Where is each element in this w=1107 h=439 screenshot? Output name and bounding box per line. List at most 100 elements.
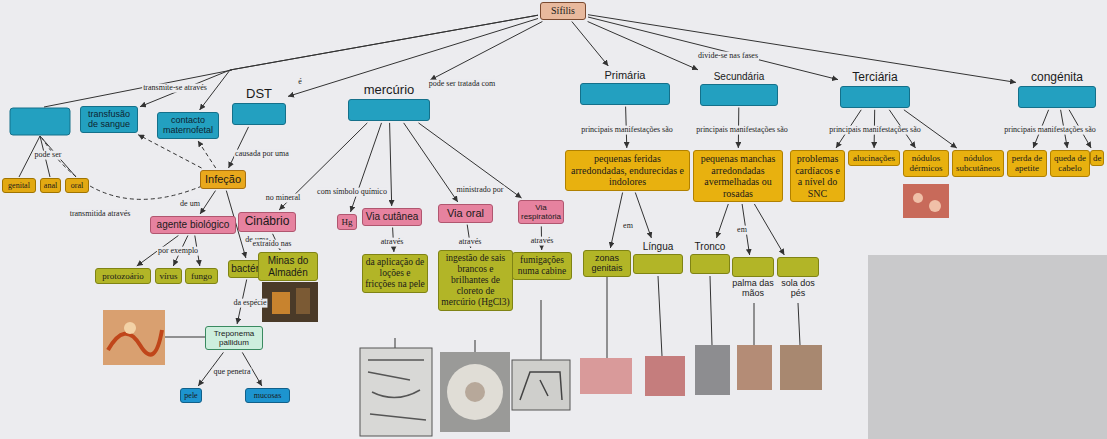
concept-box: Treponema pallidum <box>205 326 263 350</box>
concept-box: Sífilis <box>540 2 586 20</box>
node-text: palma das mãos <box>732 277 774 300</box>
empty-box <box>10 108 70 135</box>
concept-box: transfusão de sangue <box>80 106 138 133</box>
concept-box: Via oral <box>438 204 493 223</box>
link-phrase: ministrado por <box>456 186 505 195</box>
photo <box>737 345 772 390</box>
headed-box: Secundária <box>700 70 778 106</box>
node-text: Hg <box>340 217 354 227</box>
link-phrase: em <box>622 222 634 231</box>
node-text: congénita <box>1018 70 1096 86</box>
connector <box>430 22 542 81</box>
node-text: mercúrio <box>348 82 430 99</box>
node-text: Língua <box>633 240 683 254</box>
dashed-connector <box>138 135 201 168</box>
node-text: pele <box>183 391 199 400</box>
link-phrase: através <box>380 238 405 247</box>
connector <box>390 123 392 206</box>
picture-link <box>165 337 205 338</box>
concept-box: Via respiratória <box>518 200 564 224</box>
headed-box: congénita <box>1018 70 1096 108</box>
photo <box>103 310 165 365</box>
colour-box <box>232 103 286 125</box>
node-text: mucosas <box>248 391 287 400</box>
headed-box: Tronco <box>690 240 730 274</box>
node-text: pequenas manchas arredondadas avermelhad… <box>696 153 780 199</box>
concept-box: fungo <box>185 268 218 284</box>
link-phrase: extraído nas <box>252 240 293 249</box>
connector <box>200 191 215 214</box>
concept-box: pequenas manchas arredondadas avermelhad… <box>693 150 783 202</box>
link-phrase: pode ser tratada com <box>428 80 496 89</box>
link-phrase: transmite-se através <box>142 84 208 93</box>
dashed-connector <box>198 141 216 168</box>
link-phrase: em <box>736 226 748 235</box>
link-phrase: da espécie <box>232 299 267 308</box>
colour-box <box>690 254 730 274</box>
connector <box>351 123 382 212</box>
concept-box: ingestão de sais brancos e brilhantes de… <box>438 250 513 311</box>
concept-box: pequenas feridas arredondadas, endurecid… <box>565 150 690 191</box>
headed-box: Língua <box>633 240 683 274</box>
photo <box>695 345 730 395</box>
link-phrase: que penetra <box>212 368 251 377</box>
concept-box: protozoário <box>95 268 151 284</box>
node-text: nódulos subcutâneos <box>955 153 1001 174</box>
grey-patch <box>868 255 1107 439</box>
node-text: anal <box>43 181 58 190</box>
concept-box: Minas do Almadén <box>258 252 318 281</box>
node-text: vírus <box>158 271 179 281</box>
concept-box: anal <box>40 178 61 193</box>
connector <box>140 15 538 107</box>
concept-box: Infeção <box>200 170 246 189</box>
node-text: oral <box>68 181 86 190</box>
headed-box: Primária <box>580 68 670 105</box>
dashed-line <box>42 138 202 199</box>
node-text: Tronco <box>690 240 730 254</box>
concept-box: da aplicação de loções e fricções na pel… <box>362 254 428 293</box>
concept-box: nódulos subcutâneos <box>952 150 1004 177</box>
concept-box: nódulos dérmicos <box>903 150 949 177</box>
concept-box: vírus <box>155 268 182 284</box>
link-phrase: por exemplo <box>157 247 199 256</box>
colour-box <box>1018 86 1096 108</box>
branch-line <box>44 70 232 107</box>
link-phrase: divide-se nas fases <box>697 52 759 61</box>
colour-box <box>700 84 778 106</box>
concept-box: oral <box>65 178 89 193</box>
connector <box>404 123 458 202</box>
photo <box>440 352 510 432</box>
link-phrase: através <box>458 238 483 247</box>
node-text: sola dos pés <box>777 277 819 300</box>
connector <box>635 193 651 239</box>
link-phrase: é <box>297 78 303 87</box>
concept-box: de <box>1090 150 1104 166</box>
headed-box: DST <box>232 86 286 125</box>
link-phrase: no mineral <box>265 194 301 203</box>
link-phrase: principais manifestações são <box>828 126 922 135</box>
link-phrase: causada por uma <box>234 150 290 159</box>
node-text: de <box>1093 153 1101 163</box>
node-text: Treponema pallidum <box>208 329 260 347</box>
node-text: genital <box>5 181 33 190</box>
concept-box: genital <box>2 178 36 193</box>
photo <box>645 356 685 396</box>
node-text: alucinações <box>851 153 897 163</box>
node-text: Cinábrio <box>241 215 293 229</box>
node-text: perda de apetite <box>1010 153 1044 174</box>
photo <box>262 282 318 322</box>
colour-box <box>580 83 670 105</box>
node-text: Via cutânea <box>365 211 419 223</box>
node-text: Primária <box>580 68 670 83</box>
photo <box>780 345 822 390</box>
concept-box: Via cutânea <box>362 208 422 226</box>
headed-box: mercúrio <box>348 82 430 121</box>
photo <box>580 358 632 394</box>
concept-box: pele <box>180 388 202 403</box>
colour-box <box>840 86 910 108</box>
concept-box: contacto maternofetal <box>157 112 219 139</box>
node-text: Secundária <box>700 70 778 84</box>
connector <box>588 22 698 70</box>
headed-box: sola dos pés <box>777 257 819 300</box>
